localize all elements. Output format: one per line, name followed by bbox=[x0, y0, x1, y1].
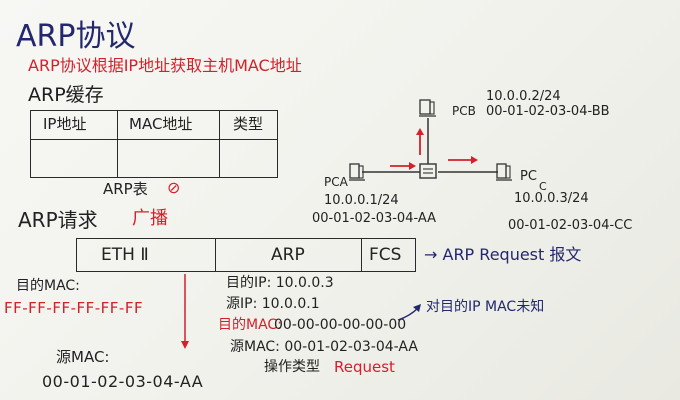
column-header-ip: IP地址 bbox=[43, 115, 87, 133]
src-mac-value: 00-01-02-03-04-AA bbox=[42, 372, 204, 391]
arp-src-ip: 源IP: 10.0.0.1 bbox=[226, 296, 320, 312]
pcb-computer-icon bbox=[419, 99, 436, 117]
operation-type-label: 操作类型 bbox=[264, 359, 320, 375]
switch-icon bbox=[419, 163, 437, 179]
src-mac-label: 源MAC: bbox=[56, 348, 110, 366]
arp-cache-table: IP地址 MAC地址 类型 bbox=[30, 110, 278, 178]
pcc-ip: 10.0.0.3/24 bbox=[514, 191, 589, 206]
arp-request-heading: ARP请求 bbox=[18, 208, 98, 232]
frame-arp-segment: ARP bbox=[271, 245, 305, 265]
arp-dest-mac-label: 目的MAC: bbox=[218, 317, 282, 333]
pca-ip: 10.0.0.1/24 bbox=[324, 193, 399, 208]
operation-type-value: Request bbox=[334, 358, 395, 376]
arp-dest-ip: 目的IP: 10.0.0.3 bbox=[226, 275, 334, 291]
arp-src-mac: 源MAC: 00-01-02-03-04-AA bbox=[230, 339, 418, 355]
pcc-name: PC bbox=[520, 169, 537, 184]
frame-eth-segment: ETH Ⅱ bbox=[101, 245, 149, 265]
pcb-name: PCB bbox=[452, 104, 476, 118]
column-header-mac: MAC地址 bbox=[129, 115, 193, 133]
pcb-ip: 10.0.0.2/24 bbox=[486, 89, 561, 104]
frame-note: → ARP Request 报文 bbox=[424, 245, 582, 264]
arp-dest-mac-value: 00-00-00-00-00-00 bbox=[274, 317, 407, 333]
dest-mac-value: FF-FF-FF-FF-FF-FF bbox=[4, 299, 144, 317]
pca-name: PCA bbox=[324, 175, 348, 189]
arp-cache-heading: ARP缓存 bbox=[28, 84, 104, 106]
pcb-mac: 00-01-02-03-04-BB bbox=[486, 104, 610, 119]
frame-box: ETH Ⅱ ARP FCS bbox=[76, 238, 416, 272]
page-subtitle: ARP协议根据IP地址获取主机MAC地址 bbox=[28, 56, 302, 75]
dest-mac-label: 目的MAC: bbox=[16, 278, 80, 294]
page-title: ARP协议 bbox=[16, 19, 136, 54]
pcc-name-subscript: C bbox=[539, 180, 547, 193]
broadcast-label: 广播 bbox=[132, 208, 168, 229]
pca-mac: 00-01-02-03-04-AA bbox=[312, 211, 437, 226]
unknown-note-arrow bbox=[397, 307, 419, 321]
empty-mark-icon: ⊘ bbox=[167, 178, 181, 197]
pcc-computer-icon bbox=[496, 163, 512, 181]
unknown-mac-note: 对目的IP MAC未知 bbox=[426, 299, 545, 315]
frame-fcs-segment: FCS bbox=[369, 245, 402, 265]
arp-table-caption: ARP表 bbox=[103, 180, 148, 198]
pca-computer-icon bbox=[349, 163, 365, 181]
pcc-mac: 00-01-02-03-04-CC bbox=[508, 218, 633, 233]
column-header-type: 类型 bbox=[233, 115, 264, 133]
